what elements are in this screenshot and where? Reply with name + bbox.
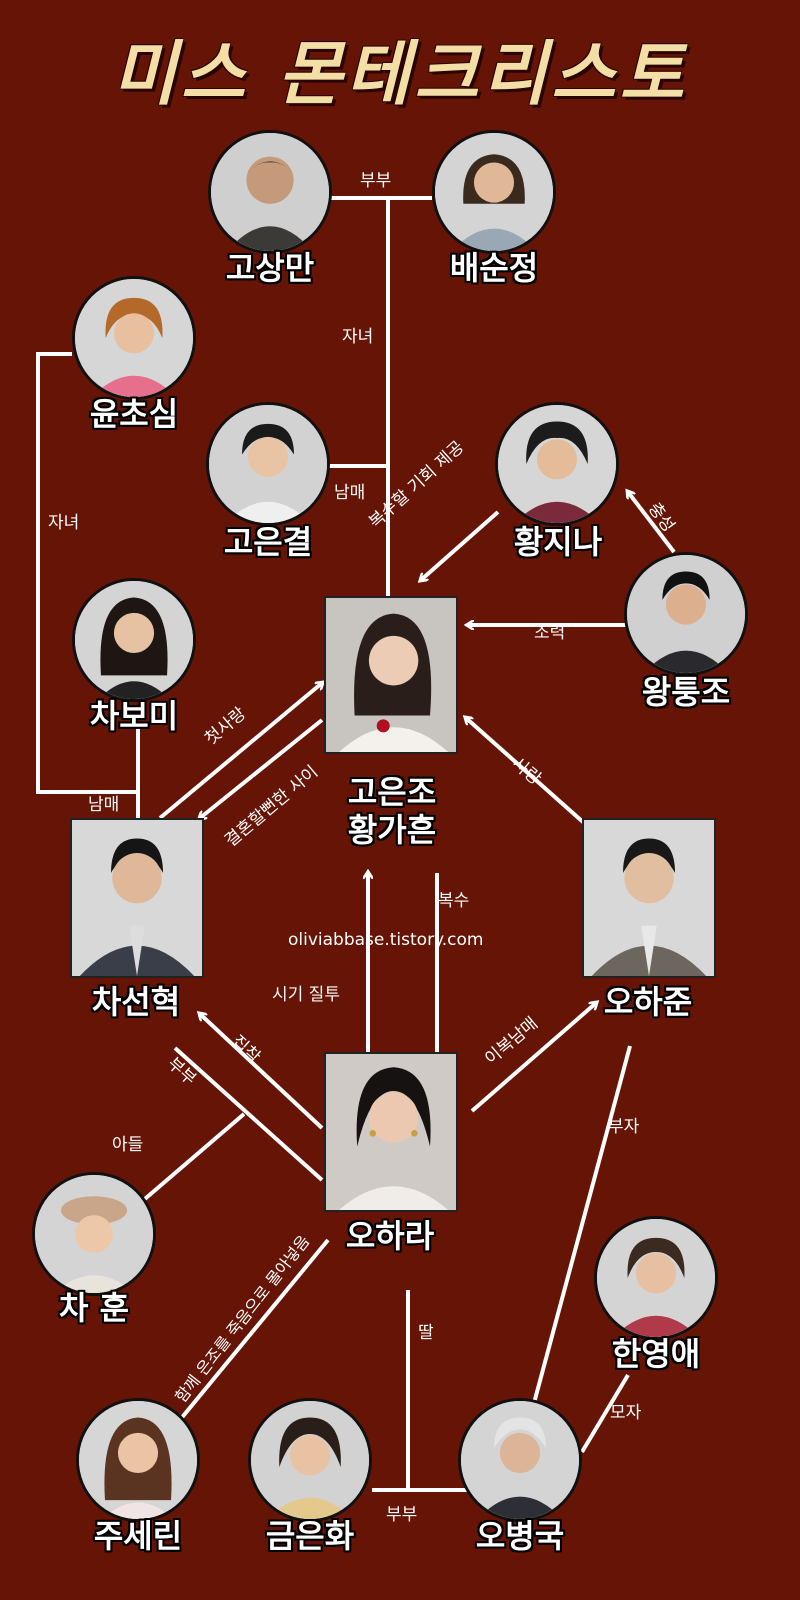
avatar-juserin [76,1398,200,1522]
photo-ohajun [582,818,716,978]
arrow-tungjo-jina [628,492,676,554]
page-title: 미스 몬테크리스토 [112,33,688,115]
label-moja: 모자 [610,1403,642,1423]
avatar-geumeunhwa [248,1398,372,1522]
line-son [130,1112,246,1212]
name-baesunjeong: 배순정 [449,249,539,287]
avatar-obyeongguk [458,1398,582,1522]
watermark-text: oliviabbase.tistory.com [288,930,484,950]
photo-chaseonhyeok [70,818,204,978]
name-yunchosim: 윤초심 [89,395,179,433]
name-chabomi: 차보미 [89,697,179,735]
person-silhouette-icon [209,405,327,523]
name-hanyeongae: 한영애 [611,1335,701,1373]
person-silhouette-icon [627,555,745,673]
name-wangtungjo: 왕퉁조 [641,673,731,711]
arrow-ohara-seonhyeok [200,1014,324,1130]
avatar-baesunjeong [432,130,556,254]
label-bubu-top: 부부 [360,171,392,191]
person-silhouette-icon [211,133,329,251]
person-silhouette-icon [79,1401,197,1519]
name-hwangjina: 황지나 [513,523,603,561]
label-bubu-bottom: 부부 [386,1505,418,1525]
name-hwanggaheun: 황가흔 [347,811,437,849]
name-gosangman: 고상만 [225,249,315,287]
label-adeul: 아들 [112,1135,144,1155]
name-geumeunhwa: 금은화 [265,1517,355,1555]
name-juserin: 주세린 [93,1517,183,1555]
avatar-chabomi [72,578,196,702]
label-buja: 부자 [608,1117,640,1137]
name-chahun: 차 훈 [58,1289,130,1327]
arrow-eunjo-seonhyeok [200,718,324,818]
label-nammae-eungyeol: 남매 [334,483,366,503]
avatar-hwangjina [495,402,619,526]
label-sigi-jiltu: 시기 질투 [272,985,340,1005]
person-silhouette-icon [326,1054,456,1210]
photo-ohara [324,1052,458,1212]
name-goeunjo: 고은조 [347,773,437,811]
photo-goeunjo [324,596,458,754]
avatar-chahun [32,1172,156,1296]
avatar-yunchosim [72,276,196,400]
label-janyeo-center: 자녀 [342,327,374,347]
label-ttal: 딸 [418,1323,434,1343]
person-silhouette-icon [435,133,553,251]
avatar-goeungyeol [206,402,330,526]
person-silhouette-icon [326,598,456,752]
arrow-ohara-serin [170,1238,330,1432]
arrow-seonhyeok-eunjo [158,683,322,820]
person-silhouette-icon [75,279,193,397]
person-silhouette-icon [75,581,193,699]
person-silhouette-icon [461,1401,579,1519]
avatar-wangtungjo [624,552,748,676]
line-mother-son [580,1373,630,1454]
name-obyeongguk: 오병국 [475,1517,565,1555]
line-father-son [528,1045,632,1419]
avatar-gosangman [208,130,332,254]
name-ohajun: 오하준 [603,983,693,1021]
person-silhouette-icon [498,405,616,523]
name-chaseonhyeok: 차선혁 [91,983,181,1021]
person-silhouette-icon [72,820,202,976]
name-goeungyeol: 고은결 [223,523,313,561]
avatar-hanyeongae [594,1216,718,1340]
arrow-hajun-eunjo [466,718,594,832]
person-silhouette-icon [584,820,714,976]
line-couple-seonhyeok-ohara [173,1046,324,1182]
label-joryeok: 조력 [534,623,566,643]
person-silhouette-icon [35,1175,153,1293]
person-silhouette-icon [251,1401,369,1519]
label-nammae-bomi: 남매 [88,795,120,815]
line-yunchosim-loop [36,352,138,794]
person-silhouette-icon [597,1219,715,1337]
label-boksu: 복수 [438,891,470,911]
arrow-jina-eunjo [421,510,500,580]
name-ohara: 오하라 [345,1217,435,1255]
label-janyeo-left: 자녀 [48,513,80,533]
arrow-ohara-hajun [470,1003,596,1113]
